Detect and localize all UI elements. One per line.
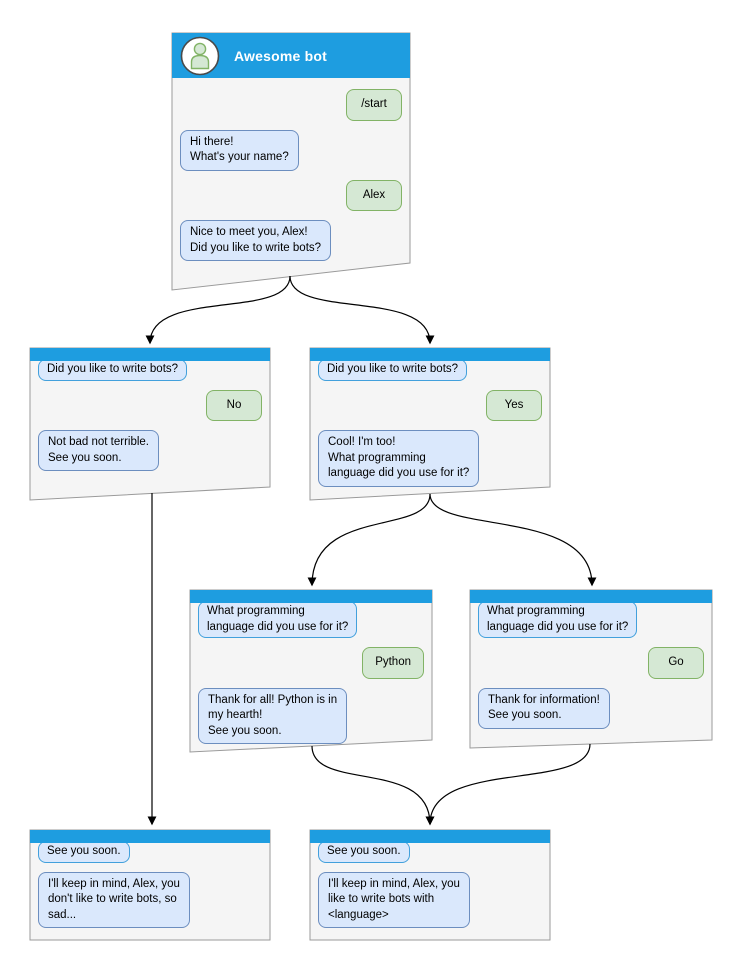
chat-window-root: Awesome bot /start Hi there! What's your… bbox=[172, 33, 410, 263]
message-bubble-bot: Cool! I'm too! What programming language… bbox=[318, 430, 480, 487]
message-bubble-bot: I'll keep in mind, Alex, you like to wri… bbox=[318, 871, 470, 929]
message-bubble-user: /start bbox=[346, 89, 402, 121]
message-list: See you soon. I'll keep in mind, Alex, y… bbox=[30, 841, 270, 929]
chat-window-branch-python: What programming language did you use fo… bbox=[190, 590, 432, 745]
chat-header: Awesome bot bbox=[172, 33, 410, 78]
chat-header-bar bbox=[310, 348, 550, 361]
message-bubble-bot: I'll keep in mind, Alex, you don't like … bbox=[38, 871, 190, 929]
bot-title: Awesome bot bbox=[234, 47, 327, 64]
edge-go-to-end bbox=[425, 743, 591, 826]
message-list: /start Hi there! What's your name? Alex … bbox=[172, 78, 410, 262]
chat-header-bar bbox=[310, 830, 550, 843]
message-list: What programming language did you use fo… bbox=[190, 601, 432, 745]
edge-root-to-yes bbox=[289, 275, 435, 345]
edge-yes-to-python bbox=[307, 493, 431, 587]
message-bubble-user: No bbox=[206, 389, 262, 422]
chat-header-bar bbox=[470, 590, 712, 603]
message-bubble-user: Go bbox=[648, 647, 704, 679]
chat-window-branch-yes: Did you like to write bots? Yes Cool! I'… bbox=[310, 348, 550, 487]
edge-root-to-no bbox=[145, 275, 291, 345]
context-bubble: See you soon. bbox=[38, 841, 130, 863]
message-bubble-bot: Nice to meet you, Alex! Did you like to … bbox=[180, 220, 332, 262]
chat-header-bar bbox=[30, 348, 270, 361]
message-list: What programming language did you use fo… bbox=[470, 601, 712, 729]
edge-python-to-end bbox=[311, 745, 435, 826]
message-list: Did you like to write bots? Yes Cool! I'… bbox=[310, 359, 550, 487]
chat-window-end-yes: See you soon. I'll keep in mind, Alex, y… bbox=[310, 830, 550, 940]
chat-header-bar bbox=[30, 830, 270, 843]
chat-window-end-no: See you soon. I'll keep in mind, Alex, y… bbox=[30, 830, 270, 940]
context-bubble: See you soon. bbox=[318, 841, 410, 863]
message-bubble-user: Yes bbox=[486, 389, 542, 422]
message-list: Did you like to write bots? No Not bad n… bbox=[30, 359, 270, 472]
context-bubble: What programming language did you use fo… bbox=[478, 601, 638, 639]
message-bubble-user: Python bbox=[362, 647, 424, 679]
context-bubble: Did you like to write bots? bbox=[318, 359, 468, 381]
edge-yes-to-go bbox=[429, 493, 597, 587]
message-bubble-bot: Thank for all! Python is in my hearth! S… bbox=[198, 687, 348, 745]
message-bubble-user: Alex bbox=[346, 179, 402, 212]
message-bubble-bot: Hi there! What's your name? bbox=[180, 129, 299, 171]
bot-avatar-icon bbox=[180, 36, 220, 76]
context-bubble: Did you like to write bots? bbox=[38, 359, 188, 381]
message-bubble-bot: Thank for information! See you soon. bbox=[478, 687, 610, 729]
context-bubble: What programming language did you use fo… bbox=[198, 601, 358, 639]
message-list: See you soon. I'll keep in mind, Alex, y… bbox=[310, 841, 550, 929]
chat-window-branch-no: Did you like to write bots? No Not bad n… bbox=[30, 348, 270, 487]
chat-header-bar bbox=[190, 590, 432, 603]
chat-window-branch-go: What programming language did you use fo… bbox=[470, 590, 712, 738]
message-bubble-bot: Not bad not terrible. See you soon. bbox=[38, 430, 160, 472]
